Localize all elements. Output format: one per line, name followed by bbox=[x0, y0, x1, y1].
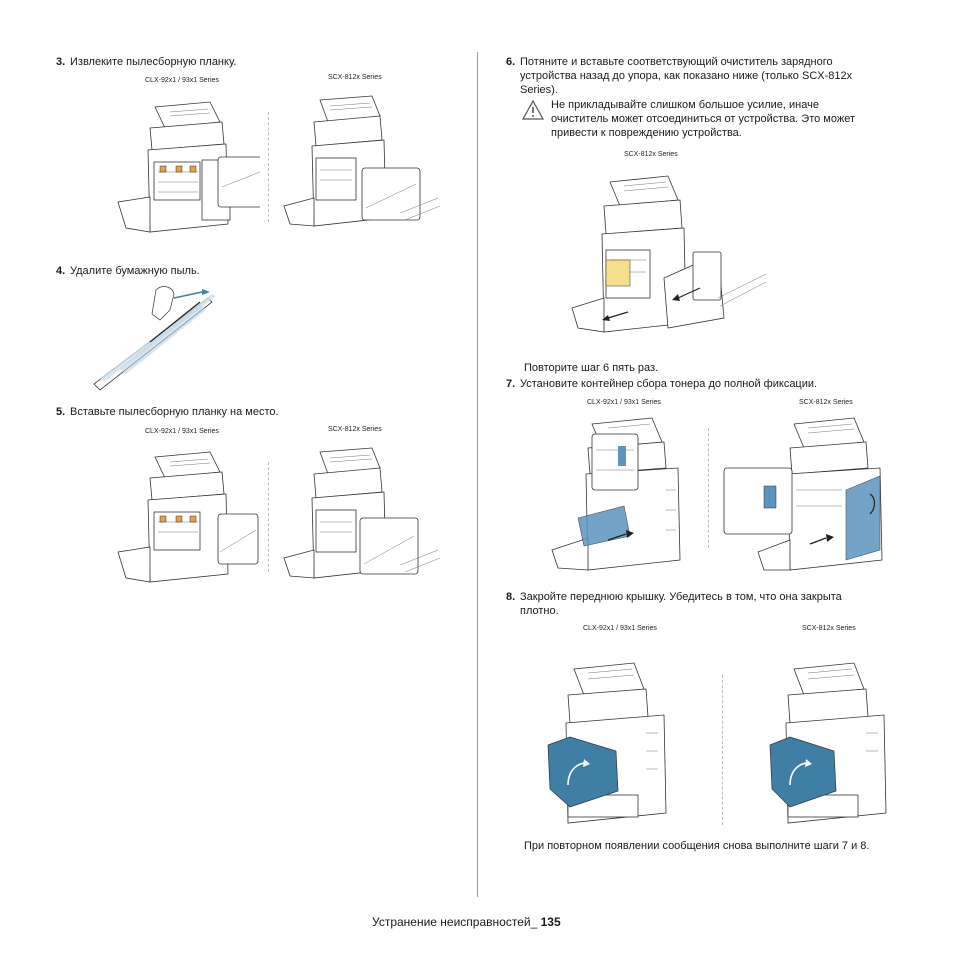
caption-clx-step7: CLX-92x1 / 93x1 Series bbox=[587, 399, 661, 406]
caption-scx-step6: SCX-812x Series bbox=[624, 151, 678, 158]
caption-scx-step8: SCX-812x Series bbox=[802, 625, 856, 632]
footer-section-title: Устранение неисправностей_ bbox=[372, 915, 538, 929]
illustration-clx-toner-container bbox=[548, 410, 696, 572]
illustration-clx-insert-bar bbox=[110, 442, 260, 587]
caption-clx-step5: CLX-92x1 / 93x1 Series bbox=[145, 428, 219, 435]
step-8-text-line2: плотно. bbox=[520, 605, 559, 617]
page-footer: Устранение неисправностей_ 135 bbox=[372, 915, 561, 929]
step-7-text: Установите контейнер сбора тонера до пол… bbox=[520, 378, 818, 390]
warning-text: Не прикладывайте слишком большое усилие,… bbox=[551, 99, 855, 139]
step-8: 8.Закройте переднюю крышку. Убедитесь в … bbox=[506, 591, 842, 617]
illustration-scx-remove-bar bbox=[280, 88, 440, 238]
caption-scx-step5: SCX-812x Series bbox=[328, 426, 382, 433]
step-6: 6.Потяните и вставьте соответствующий оч… bbox=[506, 56, 853, 96]
step-4-text: Удалите бумажную пыль. bbox=[70, 265, 200, 277]
dashed-separator bbox=[708, 428, 709, 548]
illustration-scx-insert-bar bbox=[280, 440, 440, 590]
dashed-separator bbox=[268, 112, 269, 222]
caption-scx-step3: SCX-812x Series bbox=[328, 74, 382, 81]
step-3: 3.Извлеките пылесборную планку. bbox=[56, 56, 237, 68]
step-3-text: Извлеките пылесборную планку. bbox=[70, 56, 237, 68]
step-6-text-line1: Потяните и вставьте соответствующий очис… bbox=[520, 56, 833, 68]
illustration-scx-charger-cleaner bbox=[568, 168, 768, 338]
dashed-separator bbox=[268, 462, 269, 572]
step-8-text-line1: Закройте переднюю крышку. Убедитесь в то… bbox=[520, 591, 842, 603]
illustration-scx-close-cover bbox=[760, 655, 900, 825]
step-6-text-line3: Series). bbox=[520, 84, 558, 96]
dashed-separator bbox=[722, 675, 723, 825]
step-6-text-line2: устройства назад до упора, как показано … bbox=[520, 70, 853, 82]
caption-clx-step3: CLX-92x1 / 93x1 Series bbox=[145, 77, 219, 84]
warning-triangle-icon bbox=[521, 99, 545, 121]
illustration-clean-dust-bar bbox=[90, 280, 220, 395]
step-7: 7.Установите контейнер сбора тонера до п… bbox=[506, 378, 818, 390]
step-5: 5.Вставьте пылесборную планку на место. bbox=[56, 406, 279, 418]
column-divider bbox=[477, 52, 478, 897]
step-4: 4.Удалите бумажную пыль. bbox=[56, 265, 200, 277]
illustration-scx-toner-container bbox=[722, 410, 884, 578]
note-repeat-step6: Повторите шаг 6 пять раз. bbox=[524, 362, 659, 374]
page-number: 135 bbox=[540, 915, 561, 929]
illustration-clx-close-cover bbox=[540, 655, 680, 825]
step-5-text: Вставьте пылесборную планку на место. bbox=[70, 406, 279, 418]
illustration-clx-remove-bar bbox=[110, 92, 260, 237]
note-repeat-7-8: При повторном появлении сообщения снова … bbox=[524, 840, 870, 852]
caption-clx-step8: CLX-92x1 / 93x1 Series bbox=[583, 625, 657, 632]
caption-scx-step7: SCX-812x Series bbox=[799, 399, 853, 406]
